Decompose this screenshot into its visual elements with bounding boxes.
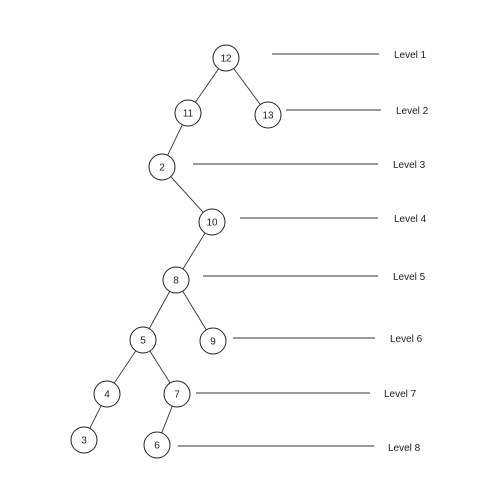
level-marker-6: Level 6 bbox=[233, 334, 423, 345]
level-marker-7: Level 7 bbox=[196, 389, 417, 400]
tree-node-3: 3 bbox=[70, 426, 98, 454]
levels-layer: Level 1 Level 2 Level 3 Level 4 Level 5 Level… bbox=[178, 50, 429, 454]
node-label: 9 bbox=[210, 337, 216, 348]
node-circle bbox=[143, 431, 171, 459]
level-marker-5: Level 5 bbox=[203, 272, 426, 283]
level-marker-3: Level 3 bbox=[193, 160, 426, 171]
edge-n5-n7 bbox=[149, 350, 171, 384]
edge-n12-n13 bbox=[233, 68, 261, 105]
edge-n8-n5 bbox=[148, 291, 171, 329]
edge-n4-n3 bbox=[89, 405, 102, 429]
node-label: 10 bbox=[206, 218, 218, 229]
level-marker-4: Level 4 bbox=[240, 214, 427, 225]
node-circle bbox=[174, 99, 202, 127]
node-circle bbox=[199, 327, 227, 355]
edge-n5-n4 bbox=[113, 350, 137, 384]
tree-node-13: 13 bbox=[254, 101, 282, 129]
tree-node-4: 4 bbox=[93, 380, 121, 408]
node-label: 3 bbox=[81, 436, 87, 447]
node-label: 11 bbox=[183, 109, 194, 120]
edge-n8-n9 bbox=[182, 290, 207, 331]
tree-node-7: 7 bbox=[163, 380, 191, 408]
edge-n10-n8 bbox=[182, 232, 206, 270]
level-marker-2: Level 2 bbox=[286, 106, 429, 117]
node-circle bbox=[70, 426, 98, 454]
edges-layer bbox=[89, 68, 261, 434]
node-label: 5 bbox=[140, 336, 146, 347]
level-label: Level 6 bbox=[390, 334, 423, 345]
node-label: 7 bbox=[174, 390, 180, 401]
node-label: 12 bbox=[220, 54, 232, 65]
tree-node-12: 12 bbox=[212, 44, 240, 72]
tree-node-10: 10 bbox=[198, 208, 226, 236]
edge-n2-n10 bbox=[170, 176, 204, 213]
level-marker-8: Level 8 bbox=[178, 443, 421, 454]
edge-n12-n11 bbox=[195, 68, 219, 103]
node-circle bbox=[162, 266, 190, 294]
node-circle bbox=[148, 153, 176, 181]
node-circle bbox=[129, 326, 157, 354]
tree-node-9: 9 bbox=[199, 327, 227, 355]
node-circle bbox=[212, 44, 240, 72]
node-label: 8 bbox=[173, 276, 179, 287]
level-label: Level 7 bbox=[384, 389, 417, 400]
level-label: Level 2 bbox=[396, 106, 429, 117]
node-circle bbox=[198, 208, 226, 236]
level-label: Level 5 bbox=[393, 272, 426, 283]
tree-node-6: 6 bbox=[143, 431, 171, 459]
level-marker-1: Level 1 bbox=[272, 50, 427, 61]
nodes-layer: 12 11 13 2 10 8 5 9 4 7 3 6 bbox=[70, 44, 282, 459]
node-circle bbox=[163, 380, 191, 408]
tree-node-8: 8 bbox=[162, 266, 190, 294]
tree-node-2: 2 bbox=[148, 153, 176, 181]
level-label: Level 4 bbox=[394, 214, 427, 225]
node-label: 2 bbox=[159, 163, 165, 174]
node-label: 6 bbox=[154, 441, 160, 452]
node-circle bbox=[254, 101, 282, 129]
level-label: Level 1 bbox=[394, 50, 427, 61]
node-circle bbox=[93, 380, 121, 408]
edge-n11-n2 bbox=[167, 124, 183, 156]
level-label: Level 3 bbox=[393, 160, 426, 171]
tree-node-5: 5 bbox=[129, 326, 157, 354]
node-label: 13 bbox=[262, 111, 274, 122]
node-label: 4 bbox=[104, 390, 110, 401]
level-label: Level 8 bbox=[388, 443, 421, 454]
tree-node-11: 11 bbox=[174, 99, 202, 127]
edge-n7-n6 bbox=[161, 405, 173, 434]
